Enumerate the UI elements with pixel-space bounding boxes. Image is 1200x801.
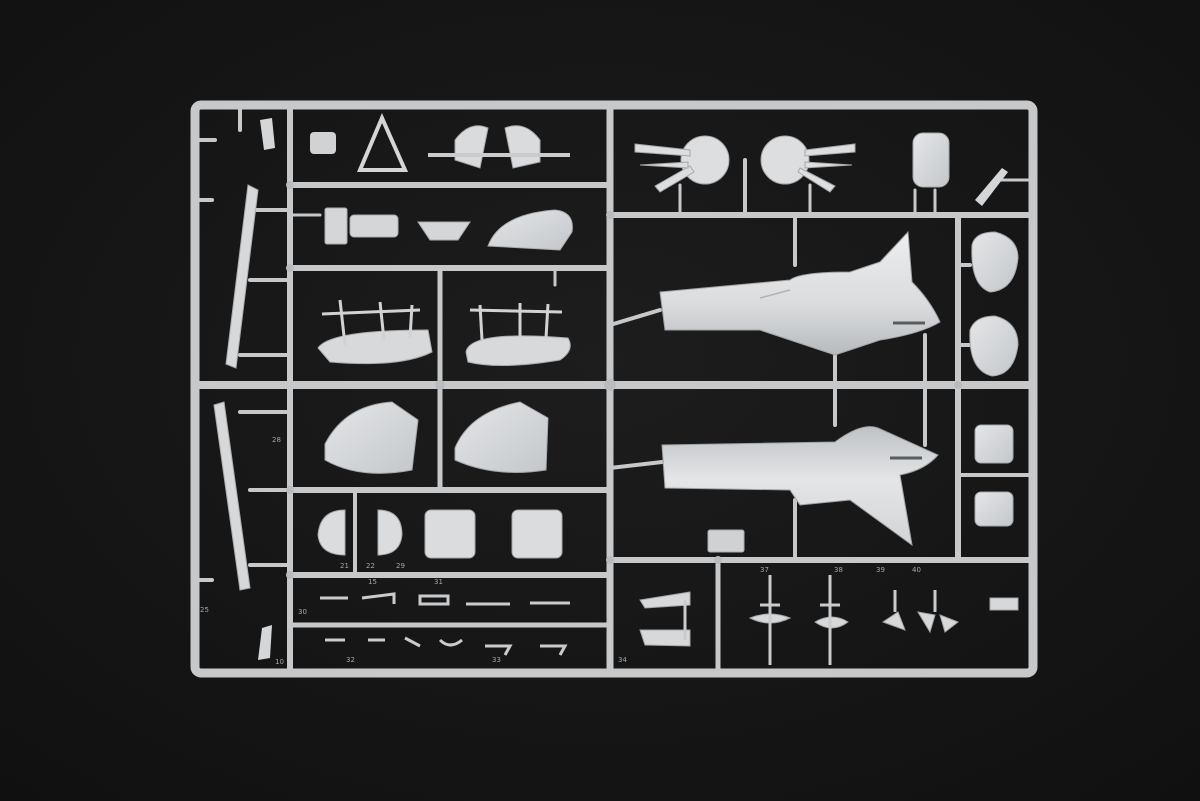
oval-panel-parts [969, 231, 1019, 527]
fuselage-half-upper [659, 230, 941, 356]
cockpit-floor-parts [317, 299, 571, 367]
sprue-label-plate [707, 529, 745, 553]
cowl-part [487, 209, 573, 251]
sprue-number: 37 [760, 566, 769, 574]
sprue-number-labels: 10 15 21 22 25 28 29 30 31 32 33 34 37 3… [200, 436, 921, 666]
propeller-parts [634, 135, 856, 193]
sprue-number: 22 [366, 562, 375, 570]
sprue-number: 31 [434, 578, 443, 586]
sprue-number: 34 [618, 656, 627, 664]
sprue-number: 28 [272, 436, 281, 444]
wheel-fairing-parts [317, 509, 563, 559]
sprue-gates [286, 181, 962, 579]
sprue-number: 10 [275, 658, 284, 666]
sprue-number: 39 [876, 566, 885, 574]
sprue-number: 21 [340, 562, 349, 570]
sprue-number: 38 [834, 566, 843, 574]
canopy-halves-part [454, 125, 541, 169]
wing-edge-part-upper [225, 184, 259, 369]
small-part-tab [260, 118, 275, 150]
bracket-parts [324, 207, 471, 245]
sprue-number: 15 [368, 578, 377, 586]
small-part-block [310, 132, 336, 154]
kit-parts [213, 112, 1019, 665]
tailplane-part-left [324, 401, 419, 474]
sprue-number: 40 [912, 566, 921, 574]
lower-right-struts [683, 575, 937, 665]
sprue-number: 25 [200, 606, 209, 614]
sprue-number: 29 [396, 562, 405, 570]
small-bracket-part [258, 625, 272, 660]
fuselage-half-lower [661, 426, 939, 547]
strut-part [975, 168, 1008, 206]
cylinder-part [912, 132, 950, 188]
a-frame-part [356, 112, 409, 172]
sprue-number: 33 [492, 656, 501, 664]
sprue-number: 30 [298, 608, 307, 616]
sprue-number: 32 [346, 656, 355, 664]
tailplane-part-right [454, 401, 549, 473]
tiny-parts-cluster [320, 592, 570, 656]
wing-edge-part-lower [213, 401, 251, 591]
